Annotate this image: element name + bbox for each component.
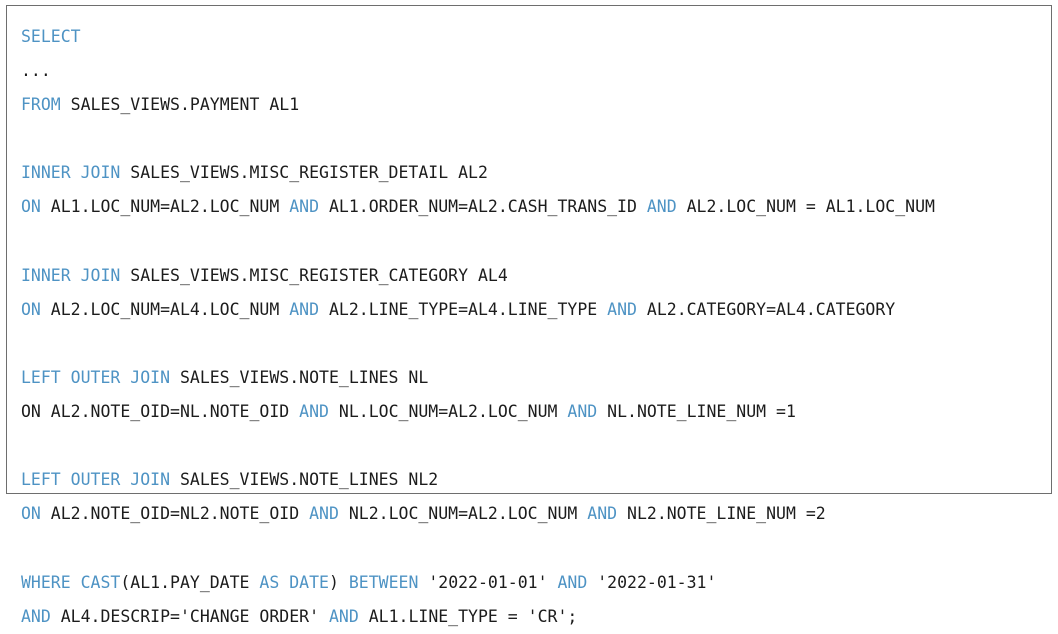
sql-text: AL2.CATEGORY=AL4.CATEGORY (636, 299, 896, 319)
code-line: WHERE CAST(AL1.PAY_DATE AS DATE) BETWEEN… (21, 566, 1051, 600)
sql-keyword: AS DATE (259, 572, 329, 592)
sql-keyword: AND (21, 606, 51, 626)
sql-text: NL.NOTE_LINE_NUM =1 (597, 402, 796, 422)
sql-keyword: WHERE CAST (21, 572, 121, 592)
code-line: LEFT OUTER JOIN SALES_VIEWS.NOTE_LINES N… (21, 463, 1051, 497)
sql-keyword: FROM (21, 95, 61, 115)
sql-keyword: AND (289, 197, 320, 217)
code-line-blank (21, 531, 1051, 565)
sql-keyword: AND (607, 299, 637, 319)
sql-text: SALES_VIEWS.NOTE_LINES NL2 (170, 470, 439, 490)
sql-text: AL2.NOTE_OID=NL2.NOTE_OID (40, 504, 310, 524)
code-line: ... (21, 54, 1051, 88)
code-line: ON AL2.LOC_NUM=AL4.LOC_NUM AND AL2.LINE_… (21, 293, 1051, 327)
sql-keyword: AND (567, 402, 598, 422)
code-line: ON AL1.LOC_NUM=AL2.LOC_NUM AND AL1.ORDER… (21, 190, 1051, 224)
sql-text: ... (21, 61, 51, 81)
sql-text: SALES_VIEWS.MISC_REGISTER_DETAIL AL2 (120, 163, 488, 183)
sql-keyword: AND (646, 197, 677, 217)
code-line: ON AL2.NOTE_OID=NL.NOTE_OID AND NL.LOC_N… (21, 395, 1051, 429)
sql-keyword: AND (557, 572, 588, 592)
sql-text: '2022-01-01' (418, 572, 558, 592)
sql-text: SALES_VIEWS.PAYMENT AL1 (60, 95, 300, 115)
sql-text: AL2.LOC_NUM = AL1.LOC_NUM (676, 197, 935, 217)
code-line-blank (21, 327, 1051, 361)
sql-keyword: AND (289, 299, 320, 319)
code-line: SELECT (21, 20, 1051, 54)
sql-text: AL2.LINE_TYPE=AL4.LINE_TYPE (319, 299, 608, 319)
code-line: INNER JOIN SALES_VIEWS.MISC_REGISTER_CAT… (21, 259, 1051, 293)
sql-keyword: INNER JOIN (21, 163, 121, 183)
code-line: AND AL4.DESCRIP='CHANGE ORDER' AND AL1.L… (21, 600, 1051, 634)
sql-text: '2022-01-31' (587, 572, 717, 592)
sql-text: AL1.LOC_NUM=AL2.LOC_NUM (40, 197, 290, 217)
sql-keyword: AND (299, 402, 329, 422)
sql-text: AL1.LINE_TYPE = 'CR'; (358, 606, 578, 626)
sql-text: NL2.LOC_NUM=AL2.LOC_NUM (338, 504, 588, 524)
sql-keyword: ON (21, 299, 41, 319)
code-line: ON AL2.NOTE_OID=NL2.NOTE_OID AND NL2.LOC… (21, 497, 1051, 531)
code-line-blank (21, 225, 1051, 259)
sql-text: ) (328, 572, 349, 592)
code-line: LEFT OUTER JOIN SALES_VIEWS.NOTE_LINES N… (21, 361, 1051, 395)
sql-keyword: AND (328, 606, 359, 626)
sql-keyword: ON (21, 504, 41, 524)
sql-keyword: LEFT OUTER JOIN (21, 367, 171, 387)
sql-keyword: ON (21, 197, 41, 217)
sql-keyword: SELECT (21, 27, 81, 46)
sql-text: AL2.LOC_NUM=AL4.LOC_NUM (40, 299, 290, 319)
sql-text: NL.LOC_NUM=AL2.LOC_NUM (328, 402, 568, 422)
code-line: INNER JOIN SALES_VIEWS.MISC_REGISTER_DET… (21, 156, 1051, 190)
sql-text: SALES_VIEWS.NOTE_LINES NL (170, 367, 429, 387)
sql-text: AL4.DESCRIP='CHANGE ORDER' (50, 606, 329, 626)
code-line-blank (21, 429, 1051, 463)
sql-code-lines: SELECT... FROM SALES_VIEWS.PAYMENT AL1 IN… (7, 6, 1051, 634)
sql-keyword: INNER JOIN (21, 265, 121, 285)
sql-keyword: AND (309, 504, 339, 524)
code-line: FROM SALES_VIEWS.PAYMENT AL1 (21, 88, 1051, 122)
sql-text: AL2.NOTE_OID=NL.NOTE_OID (40, 402, 300, 422)
sql-keyword: AND (587, 504, 618, 524)
sql-text: (AL1.PAY_DATE (120, 572, 260, 592)
sql-text: NL2.NOTE_LINE_NUM =2 (617, 504, 826, 524)
sql-keyword: BETWEEN (348, 572, 419, 592)
sql-code-block: SELECT... FROM SALES_VIEWS.PAYMENT AL1 IN… (6, 5, 1052, 626)
sql-text: SALES_VIEWS.MISC_REGISTER_CATEGORY AL4 (120, 265, 508, 285)
code-line-blank (21, 122, 1051, 156)
sql-text: ON (21, 402, 41, 422)
sql-text: AL1.ORDER_NUM=AL2.CASH_TRANS_ID (319, 197, 647, 217)
sql-keyword: LEFT OUTER JOIN (21, 470, 171, 490)
